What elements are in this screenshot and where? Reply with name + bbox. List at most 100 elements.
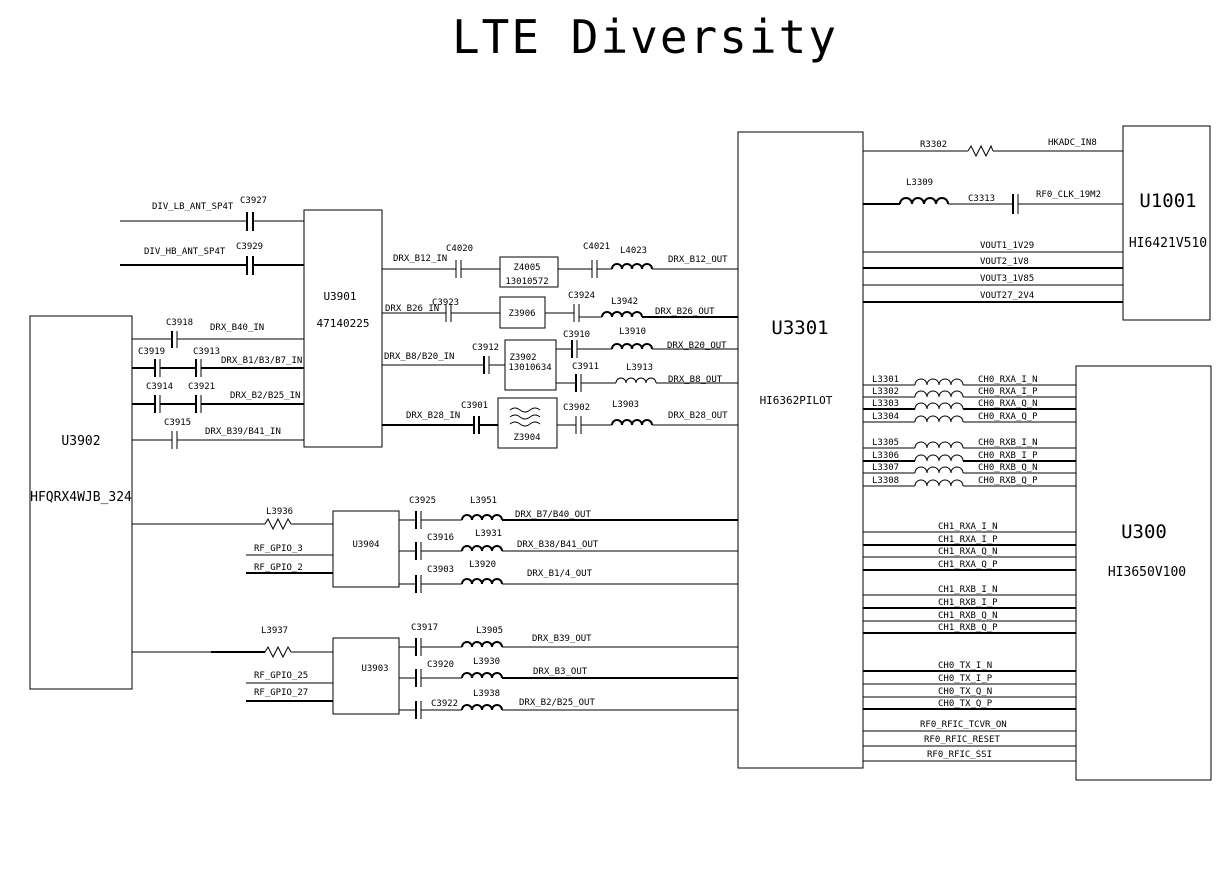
l3942-label: L3942	[611, 297, 638, 307]
drx-b38b41-out-label: DRX_B38/B41_OUT	[517, 540, 599, 550]
c3920-label: C3920	[427, 660, 454, 670]
u300-part: HI3650V100	[1108, 565, 1186, 580]
ch0-rxa-q-p-label: CH0_RXA_Q_P	[978, 412, 1038, 422]
l3308-label: L3308	[872, 476, 899, 486]
z3902-part: 13010634	[508, 363, 551, 373]
l3913-label: L3913	[626, 363, 653, 373]
ant-hb-net: DIV_HB_ANT_SP4T C3929	[120, 242, 304, 275]
drx-b12-net: DRX_B12_IN C4020 C4021 L4023 DRX_B12_OUT	[382, 242, 738, 278]
rf-gpio-27-label: RF_GPIO_27	[254, 688, 308, 698]
ch0-tx-i-n-label: CH0_TX_I_N	[938, 661, 992, 671]
div-lb-label: DIV_LB_ANT_SP4T	[152, 202, 234, 212]
u300-ref: U300	[1121, 521, 1167, 543]
drx-b2b25-in-net: C3914 C3921 DRX_B2/B25_IN	[132, 382, 304, 413]
ch0-tx-q-n-label: CH0_TX_Q_N	[938, 687, 992, 697]
ch0-rxa-i-n-label: CH0_RXA_I_N	[978, 375, 1038, 385]
u300-box	[1075, 365, 1212, 781]
z3906-box	[499, 296, 546, 329]
l3303-label: L3303	[872, 399, 899, 409]
u3301-u300-nets: L3301 CH0_RXA_I_N L3302 CH0_RXA_I_P L330…	[863, 375, 1076, 762]
ch0-rxa-q-n-label: CH0_RXA_Q_N	[978, 399, 1038, 409]
rf0-reset-label: RF0_RFIC_RESET	[924, 735, 1000, 745]
c3916-label: C3916	[427, 533, 454, 543]
drx-b39b41-in-net: C3915 DRX_B39/B41_IN	[132, 418, 304, 449]
c3913-label: C3913	[193, 347, 220, 357]
c3911-label: C3911	[572, 362, 599, 372]
u3902-box	[29, 315, 133, 690]
l3930-label: L3930	[473, 657, 500, 667]
u3301-part: HI6362PILOT	[760, 394, 833, 407]
rf-gpio-3-label: RF_GPIO_3	[254, 544, 303, 554]
c3923-label: C3923	[432, 298, 459, 308]
ant-lb-net: DIV_LB_ANT_SP4T C3927	[120, 196, 304, 231]
l3938-label: L3938	[473, 689, 500, 699]
rf-gpio-25-label: RF_GPIO_25	[254, 671, 308, 681]
drx-b26-net: DRX_B26_IN C3923 C3924 L3942 DRX_B26_OUT	[382, 291, 738, 322]
l3937-label: L3937	[261, 626, 288, 636]
ch1-rxa-i-p-label: CH1_RXA_I_P	[938, 535, 998, 545]
c3924-label: C3924	[568, 291, 595, 301]
r3302-label: R3302	[920, 140, 947, 150]
drx-b7b40-out-label: DRX_B7/B40_OUT	[515, 510, 591, 520]
hkadc-label: HKADC_IN8	[1048, 138, 1097, 148]
u3903-box	[332, 637, 400, 715]
u3903-ref: U3903	[361, 664, 388, 674]
z3904-ref: Z3904	[513, 433, 540, 443]
u1001-part: HI6421V510	[1129, 236, 1207, 251]
l3951-label: L3951	[470, 496, 497, 506]
l4023-label: L4023	[620, 246, 647, 256]
c3914-label: C3914	[146, 382, 173, 392]
ch1-rxa-q-p-label: CH1_RXA_Q_P	[938, 560, 998, 570]
ch0-rxb-q-n-label: CH0_RXB_Q_N	[978, 463, 1038, 473]
c4020-label: C4020	[446, 244, 473, 254]
drx-b12-in-label: DRX_B12_IN	[393, 254, 447, 264]
l3309-label: L3309	[906, 178, 933, 188]
l3302-label: L3302	[872, 387, 899, 397]
l3307-label: L3307	[872, 463, 899, 473]
c3917-label: C3917	[411, 623, 438, 633]
u3902-part: HFQRX4WJB_324	[30, 490, 132, 505]
vout27-label: VOUT27_2V4	[980, 291, 1034, 301]
z4005-box	[499, 256, 559, 288]
drx-b40-in-label: DRX_B40_IN	[210, 323, 264, 333]
drx-b3-out-label: DRX_B3_OUT	[533, 667, 588, 677]
u3904-nets: L3936 RF_GPIO_3 RF_GPIO_2 C3925 L3951 DR…	[132, 496, 738, 593]
drx-b1b3b7-in-net: C3919 C3913 DRX_B1/B3/B7_IN	[132, 347, 304, 377]
ch0-rxb-i-n-label: CH0_RXB_I_N	[978, 438, 1038, 448]
u3904-box	[332, 510, 400, 588]
drx-b28-in-label: DRX_B28_IN	[406, 411, 460, 421]
c3929-label: C3929	[236, 242, 263, 252]
l3920-label: L3920	[469, 560, 496, 570]
drx-b40-in-net: C3918 DRX_B40_IN	[132, 318, 304, 348]
u3901-ref: U3901	[323, 290, 356, 303]
u3901-box	[303, 209, 383, 448]
z3906-ref: Z3906	[508, 309, 535, 319]
ch1-rxa-q-n-label: CH1_RXA_Q_N	[938, 547, 998, 557]
c3915-label: C3915	[164, 418, 191, 428]
l3910-label: L3910	[619, 327, 646, 337]
ch0-rxb-i-p-label: CH0_RXB_I_P	[978, 451, 1038, 461]
rf0-ssi-label: RF0_RFIC_SSI	[927, 750, 992, 760]
ch0-rxa-i-p-label: CH0_RXA_I_P	[978, 387, 1038, 397]
c3313-label: C3313	[968, 194, 995, 204]
rf-gpio-2-label: RF_GPIO_2	[254, 563, 303, 573]
u3902-ref: U3902	[61, 434, 100, 449]
page-title: LTE Diversity	[451, 10, 839, 64]
l3306-label: L3306	[872, 451, 899, 461]
drx-b2b25-out-label: DRX_B2/B25_OUT	[519, 698, 595, 708]
rf0-tcvr-on-label: RF0_RFIC_TCVR_ON	[920, 720, 1007, 730]
u3901-part: 47140225	[317, 317, 370, 330]
c3903-label: C3903	[427, 565, 454, 575]
vout2-label: VOUT2_1V8	[980, 257, 1029, 267]
u3903-nets: L3937 RF_GPIO_25 RF_GPIO_27 C3917 L3905 …	[132, 623, 738, 719]
z3902-box	[504, 339, 557, 391]
drx-b14-out-label: DRX_B1/4_OUT	[527, 569, 593, 579]
z4005-part: 13010572	[505, 277, 548, 287]
c3912-label: C3912	[472, 343, 499, 353]
ch0-tx-q-p-label: CH0_TX_Q_P	[938, 699, 993, 709]
u3301-box	[737, 131, 864, 769]
ch0-tx-i-p-label: CH0_TX_I_P	[938, 674, 993, 684]
u1001-ref: U1001	[1139, 190, 1196, 212]
rf0-clk-label: RF0_CLK_19M2	[1036, 190, 1101, 200]
